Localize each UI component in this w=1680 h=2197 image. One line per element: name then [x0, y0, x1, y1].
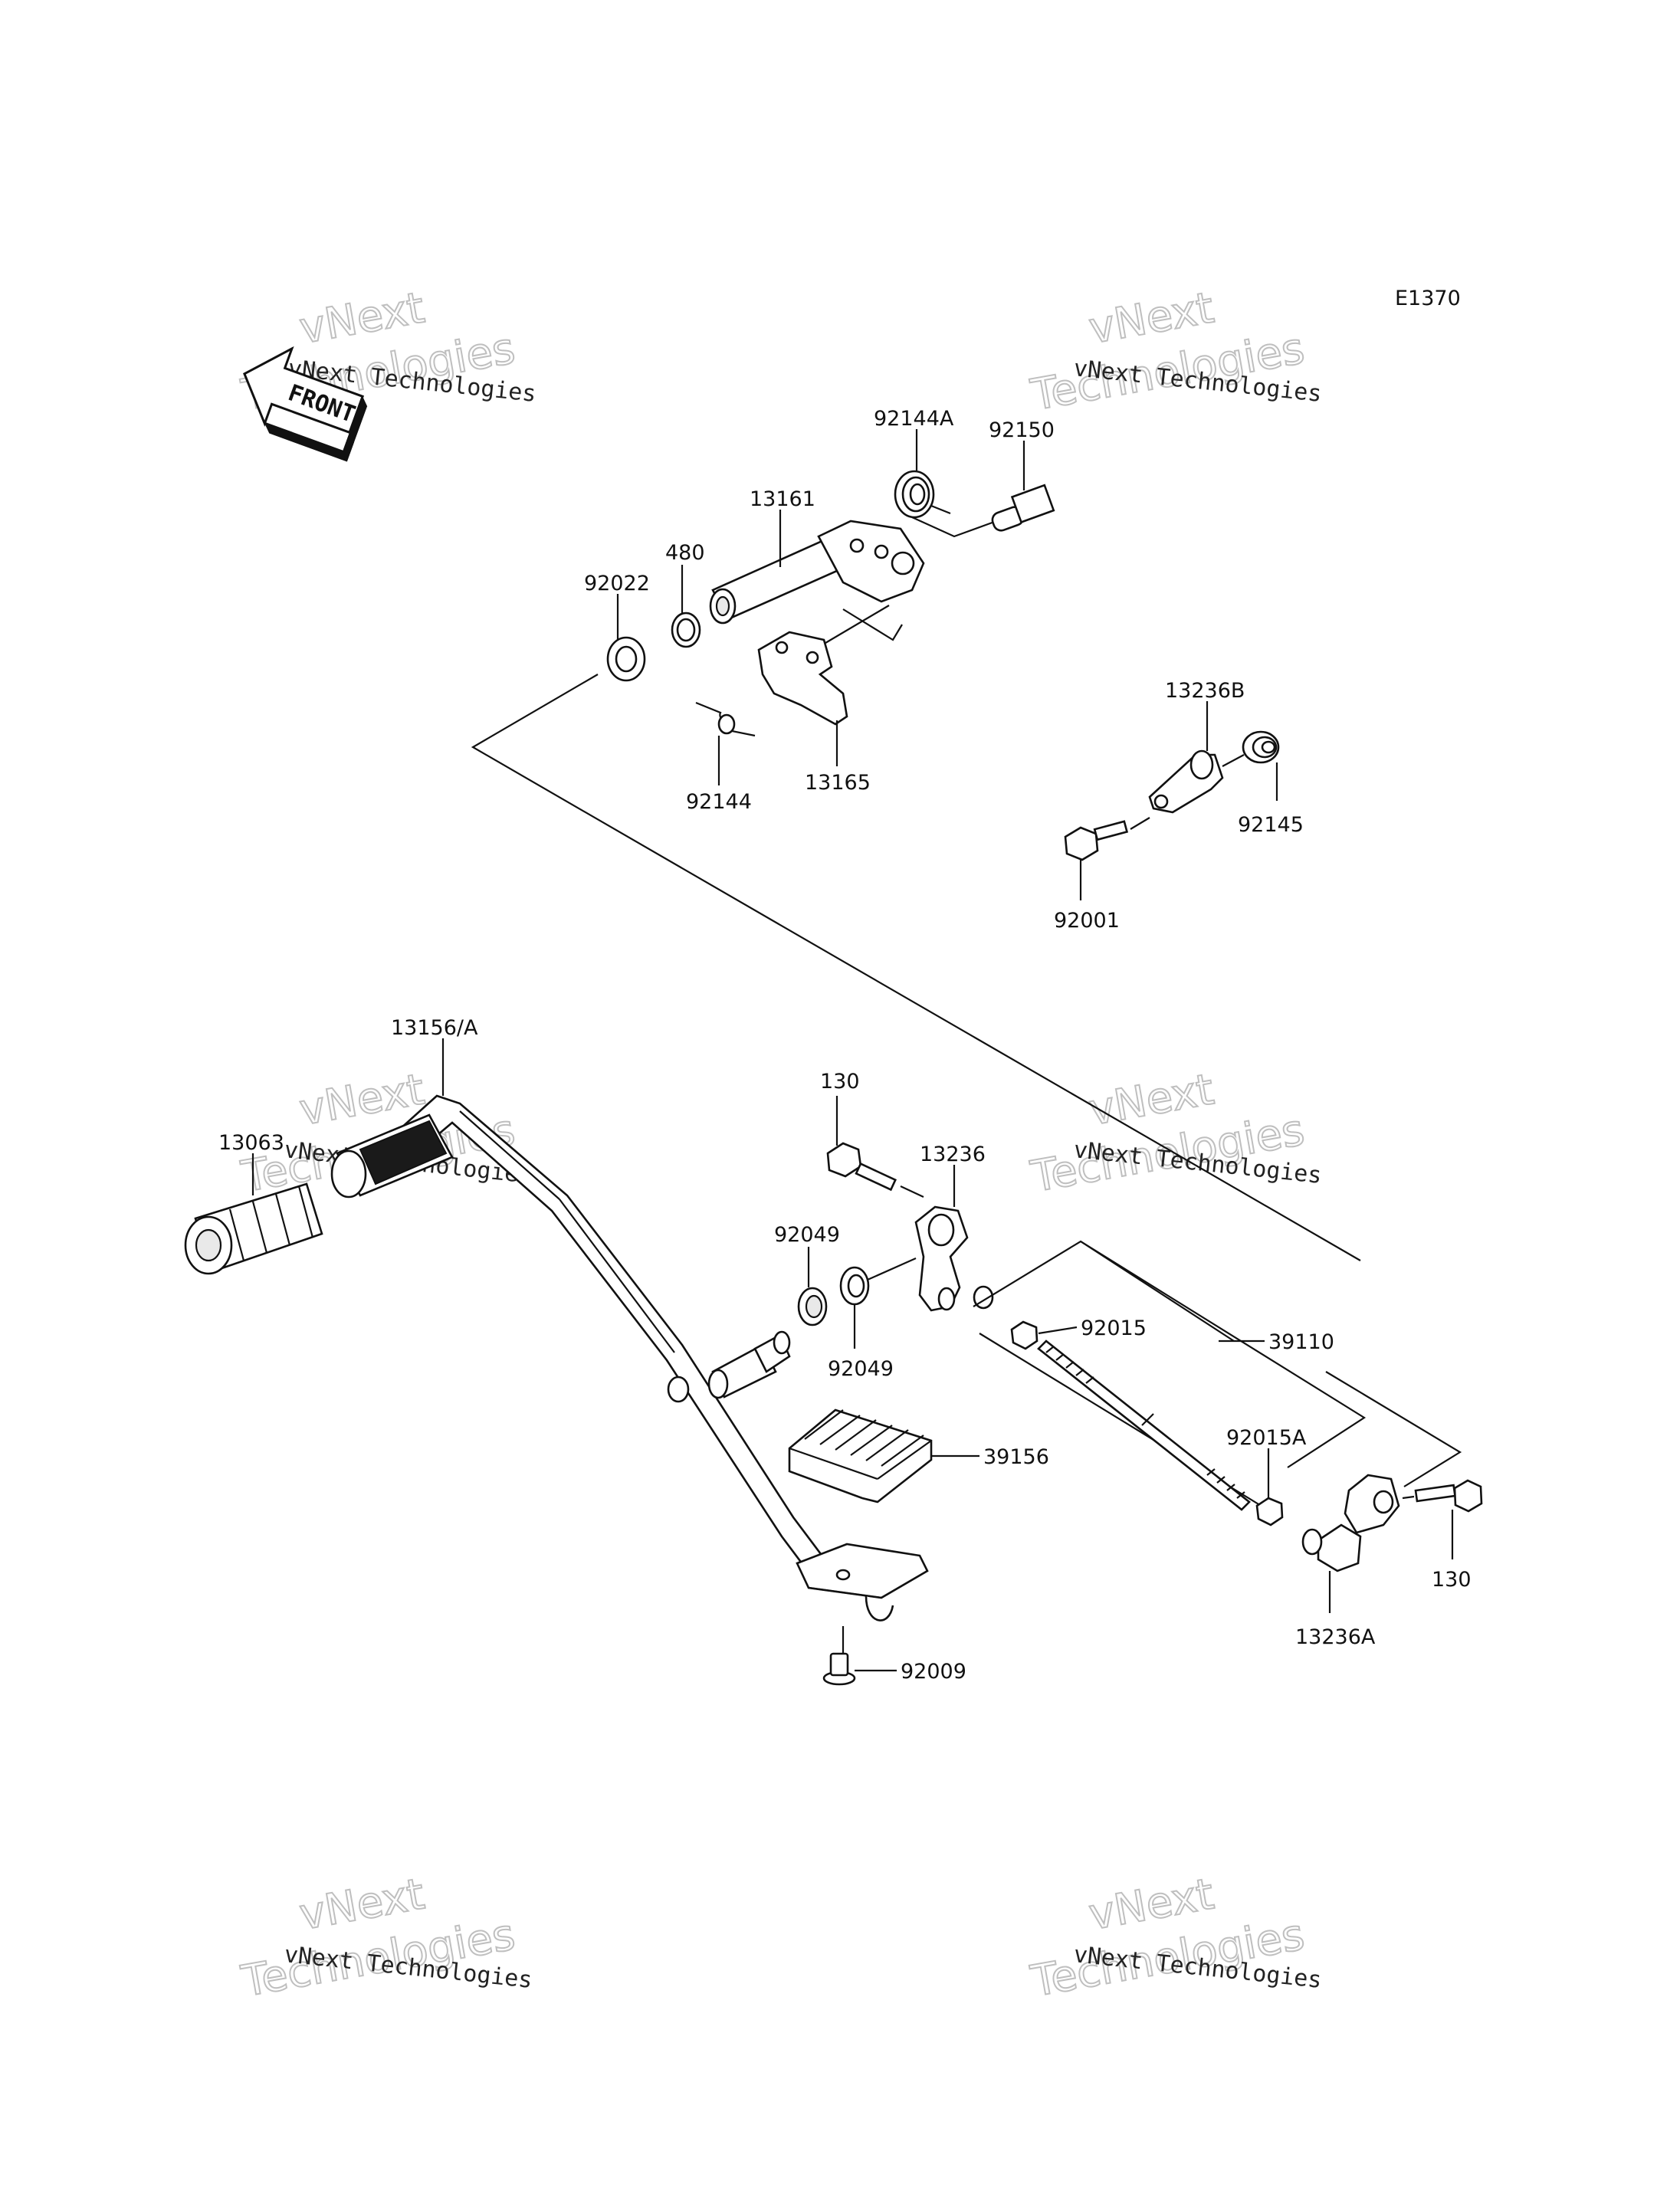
label-92015: 92015: [1081, 1317, 1147, 1340]
bolt-130-top: [826, 1142, 897, 1192]
watermark-mid-right: vNext Technologies vNext Technologies: [1026, 1064, 1323, 1203]
nut-92015: [1010, 1320, 1039, 1350]
label-92144A: 92144A: [874, 407, 954, 431]
arm-13236: [914, 1205, 994, 1312]
watermark-bottom-right: vNext Technologies vNext Technologies: [1026, 1868, 1323, 2008]
label-13236B: 13236B: [1165, 679, 1245, 703]
peg-rubber-13063: [184, 1113, 454, 1275]
label-92145: 92145: [1238, 813, 1304, 837]
pedal-pad-39156: [788, 1408, 933, 1503]
label-39156: 39156: [983, 1445, 1049, 1469]
diagram-code: E1370: [1395, 287, 1461, 310]
label-13165: 13165: [805, 771, 871, 795]
label-13156A: 13156/A: [391, 1016, 478, 1040]
plate-13165: [757, 631, 848, 726]
spring-92144: [695, 701, 756, 737]
label-130-top: 130: [820, 1070, 860, 1094]
label-92144: 92144: [686, 790, 752, 814]
shift-shaft-13161: [709, 520, 925, 625]
label-480: 480: [665, 541, 705, 565]
washer-92022: [606, 636, 646, 682]
label-92022: 92022: [584, 572, 650, 595]
circlip-480: [671, 612, 701, 648]
label-92150: 92150: [989, 418, 1055, 442]
label-92015A: 92015A: [1226, 1426, 1307, 1450]
assembly-frame-line: [471, 674, 1361, 1261]
label-92009: 92009: [901, 1660, 966, 1684]
nut-92015A: [1255, 1497, 1284, 1526]
label-130-right: 130: [1432, 1568, 1472, 1592]
label-13161: 13161: [750, 487, 815, 511]
rod-assembly-frame: [973, 1240, 1367, 1468]
bolt-92001: [1064, 820, 1129, 861]
label-13063: 13063: [218, 1131, 284, 1155]
seal-92049-a: [797, 1287, 828, 1326]
watermark-top-right: vNext Technologies vNext Technologies: [1026, 282, 1323, 421]
seal-92049-b: [839, 1266, 870, 1306]
label-92049-b: 92049: [828, 1357, 894, 1381]
arm-13236A: [1301, 1474, 1400, 1572]
link-plate-13236B: [1148, 749, 1224, 814]
clip-spring-92145: [1242, 730, 1280, 764]
label-13236A: 13236A: [1295, 1625, 1376, 1649]
label-92049-a: 92049: [774, 1223, 840, 1247]
watermark-bottom-left: vNext Technologies vNext Technologies: [237, 1868, 533, 2008]
tie-rod: [1037, 1340, 1251, 1511]
stud-92150: [991, 484, 1055, 532]
screw-92009: [822, 1652, 856, 1686]
label-92001: 92001: [1054, 909, 1120, 933]
label-39110: 39110: [1268, 1330, 1334, 1354]
spring-92144A: [894, 470, 951, 519]
pivot-shaft: [707, 1330, 791, 1399]
label-13236: 13236: [920, 1143, 986, 1166]
bolt-130-right: [1414, 1479, 1483, 1513]
